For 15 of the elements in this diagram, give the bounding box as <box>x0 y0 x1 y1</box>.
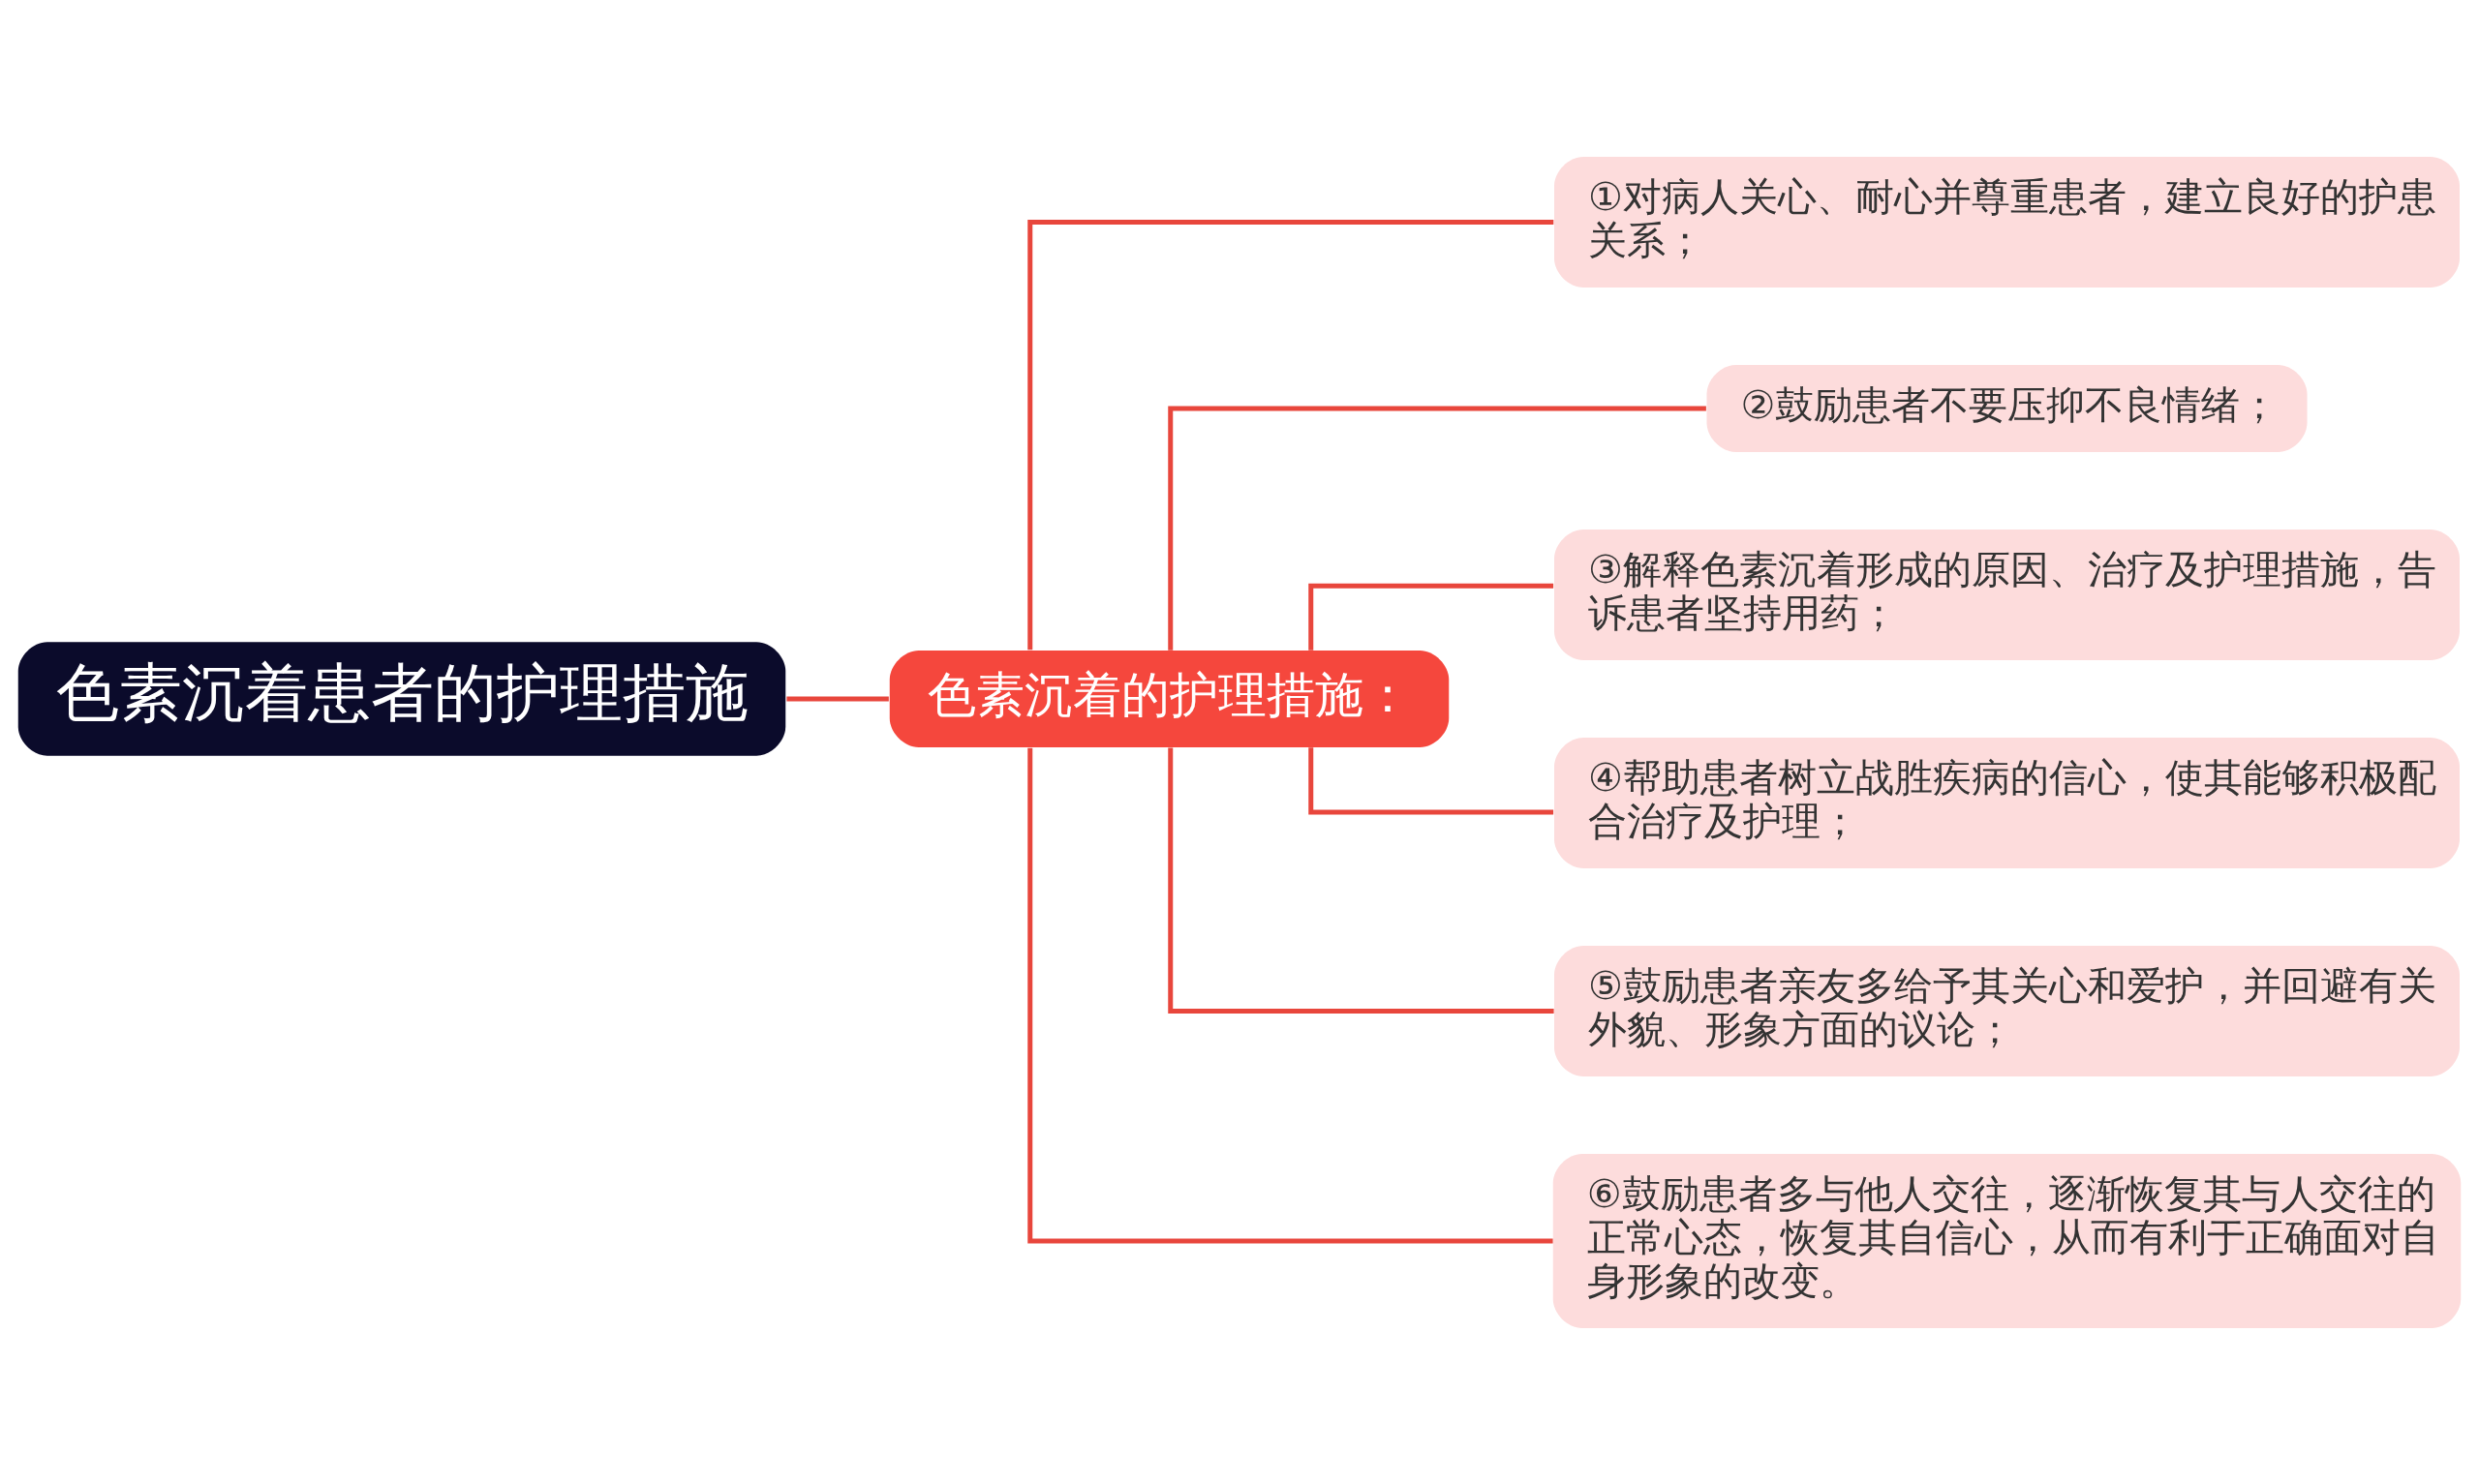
connector <box>1168 406 1706 651</box>
connector <box>1308 746 1554 814</box>
node-box: ⑥鼓励患者多与他人交往，逐渐恢复其与人交往的正常心态，恢复其自信心，从而有利于正确面对自身形象的改变。 <box>1552 1153 2462 1328</box>
connector <box>1027 747 1553 1243</box>
connector <box>1168 746 1554 1014</box>
node-box: ④帮助患者树立战胜疾病的信心，使其能够积极配合治疗及护理； <box>1554 737 2460 868</box>
node-box: ①对病人关心、耐心并尊重患者，建立良好的护患关系； <box>1554 156 2460 288</box>
connector <box>786 696 889 701</box>
node-box: ③解释色素沉着形成的原因、治疗及护理措施，告诉患者坚持用药； <box>1554 529 2460 660</box>
connector <box>1308 583 1554 651</box>
node-box: 色素沉着的护理措施： <box>889 650 1450 747</box>
node-box: 色素沉着患者的护理措施 <box>17 641 786 756</box>
connector <box>1027 219 1554 650</box>
node-box: ⑤鼓励患者亲友多给予其关心和爱护，并回避有关外貌、形象方面的议论； <box>1554 945 2460 1076</box>
node-box: ②鼓励患者不要压抑不良情绪； <box>1706 364 2308 452</box>
